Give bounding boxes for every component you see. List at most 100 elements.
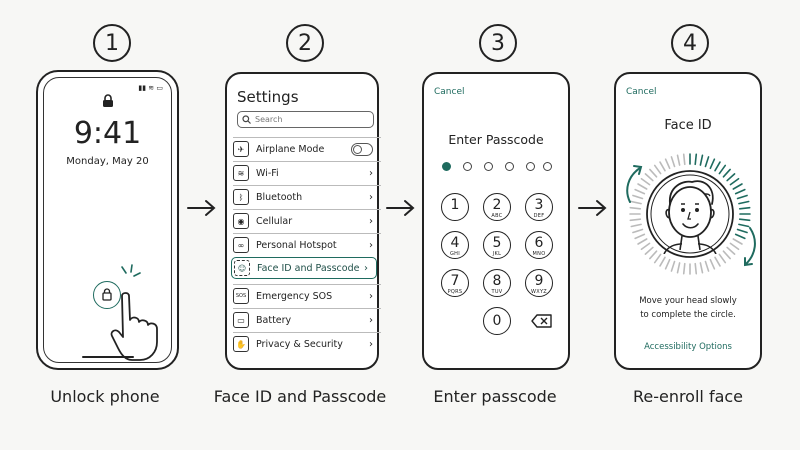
enroll-tick [704,260,710,272]
enroll-tick [629,218,642,222]
enroll-tick [630,223,642,228]
settings-item-battery[interactable]: ▭ Battery › [233,308,381,331]
lock-icon [103,94,113,107]
wifi-icon: ≋ [233,165,249,181]
enroll-tick [682,153,686,166]
enroll-tick [637,238,648,245]
step-number-4: 4 [671,24,709,62]
key-1[interactable]: 1 [441,193,469,221]
enroll-tick [709,258,716,270]
enroll-tick [709,158,716,170]
enroll-tick [699,154,704,166]
search-input[interactable]: Search [237,111,374,128]
hotspot-icon: ∞ [233,237,249,253]
settings-item-label: Battery [256,314,292,326]
enroll-tick [670,156,676,168]
lock-icon [102,288,112,301]
airplane-mode-toggle[interactable] [351,143,373,156]
step-number-1: 1 [93,24,131,62]
settings-item-personal-hotspot[interactable]: ∞ Personal Hotspot › [233,233,381,256]
key-0[interactable]: 0 [483,307,511,335]
enroll-tick [676,262,681,274]
home-indicator [82,356,134,358]
sos-icon: SOS [233,288,249,304]
enroll-tick [734,188,746,195]
enroll-tick [644,173,654,182]
enroll-tick [736,194,748,200]
enroll-tick [736,228,748,234]
settings-item-label: Personal Hotspot [256,239,337,251]
enroll-tick [649,250,658,260]
enroll-tick [699,262,704,274]
tap-indicator-icon [121,264,141,277]
chevron-right-icon: › [364,262,368,274]
chevron-right-icon: › [369,314,373,326]
enroll-tick [732,238,743,245]
cancel-button[interactable]: Cancel [434,87,465,97]
chevron-right-icon: › [369,239,373,251]
delete-icon[interactable] [531,314,553,328]
enroll-tick [734,233,746,240]
phone-settings: Settings Search ✈ Airplane Mode ≋ Wi-Fi … [225,72,381,370]
bluetooth-icon: ᛒ [233,189,249,205]
step-number-3: 3 [479,24,517,62]
airplane-icon: ✈ [233,141,249,157]
settings-title: Settings [237,88,299,106]
passcode-dot [526,162,535,171]
enroll-tick [634,188,646,195]
settings-item-label: Privacy & Security [256,338,343,350]
settings-item-cellular[interactable]: ◉ Cellular › [233,209,381,232]
chevron-right-icon: › [369,215,373,227]
settings-item-airplane-mode[interactable]: ✈ Airplane Mode [233,137,381,160]
enroll-tick [629,206,642,210]
settings-item-label: Face ID and Passcode [257,262,360,274]
face-id-title: Face ID [664,118,712,133]
enroll-tick [738,200,750,205]
enroll-tick [718,253,727,264]
enroll-tick [659,161,666,172]
phone-screen [43,77,172,363]
arrow-right-icon [578,200,607,216]
enroll-tick [632,194,644,200]
enroll-tick [729,242,740,251]
enroll-tick [632,228,644,234]
arrow-right-icon [187,200,216,216]
settings-item-privacy-security[interactable]: ✋ Privacy & Security › [233,332,381,355]
enroll-tick [649,168,658,178]
enroll-tick [722,168,731,178]
face-id-instruction-line2: to complete the circle. [640,310,736,320]
battery-icon: ▭ [233,312,249,328]
search-icon [242,115,251,124]
enroll-tick [640,177,651,186]
unlock-button[interactable] [93,281,121,309]
passcode-title: Enter Passcode [448,132,544,147]
chevron-right-icon: › [369,338,373,350]
settings-item-wifi[interactable]: ≋ Wi-Fi › [233,161,381,184]
cancel-button[interactable]: Cancel [626,87,657,97]
cellular-icon: ◉ [233,213,249,229]
settings-item-bluetooth[interactable]: ᛒ Bluetooth › [233,185,381,208]
step-caption-2: Face ID and Passcode [213,387,387,406]
settings-item-face-id-and-passcode[interactable]: ☺ Face ID and Passcode › [231,257,377,279]
enroll-tick [732,183,743,190]
enroll-tick [634,233,646,240]
passcode-dot [484,162,493,171]
enroll-tick [704,156,710,168]
enroll-tick [729,177,740,186]
enroll-tick [664,258,671,270]
face-outline-icon [663,180,717,254]
settings-item-emergency-sos[interactable]: SOS Emergency SOS › [233,284,381,307]
step-caption-3: Enter passcode [433,387,557,406]
hand-icon: ✋ [233,336,249,352]
settings-item-label: Airplane Mode [256,143,325,155]
accessibility-options-link[interactable]: Accessibility Options [644,342,732,352]
